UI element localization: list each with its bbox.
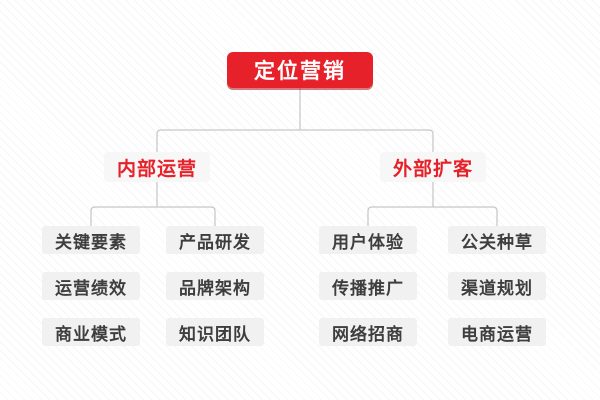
connector-left-fork — [90, 206, 216, 226]
leaf-node: 电商运营 — [448, 318, 546, 346]
leaf-node: 商业模式 — [42, 318, 140, 346]
branch-node-external: 外部扩客 — [380, 152, 486, 182]
leaf-node: 传播推广 — [319, 272, 417, 300]
connector-right-fork — [367, 206, 498, 226]
leaf-node: 用户体验 — [319, 226, 417, 254]
leaf-node: 品牌架构 — [166, 272, 264, 300]
root-node: 定位营销 — [227, 52, 373, 88]
leaf-node: 公关种草 — [448, 226, 546, 254]
branch-node-internal: 内部运营 — [104, 152, 210, 182]
leaf-node: 网络招商 — [319, 318, 417, 346]
leaf-node: 产品研发 — [166, 226, 264, 254]
leaf-node: 渠道规划 — [448, 272, 546, 300]
leaf-node: 关键要素 — [42, 226, 140, 254]
connector-root-branches — [156, 129, 434, 152]
leaf-node: 知识团队 — [166, 318, 264, 346]
leaf-node: 运营绩效 — [42, 272, 140, 300]
